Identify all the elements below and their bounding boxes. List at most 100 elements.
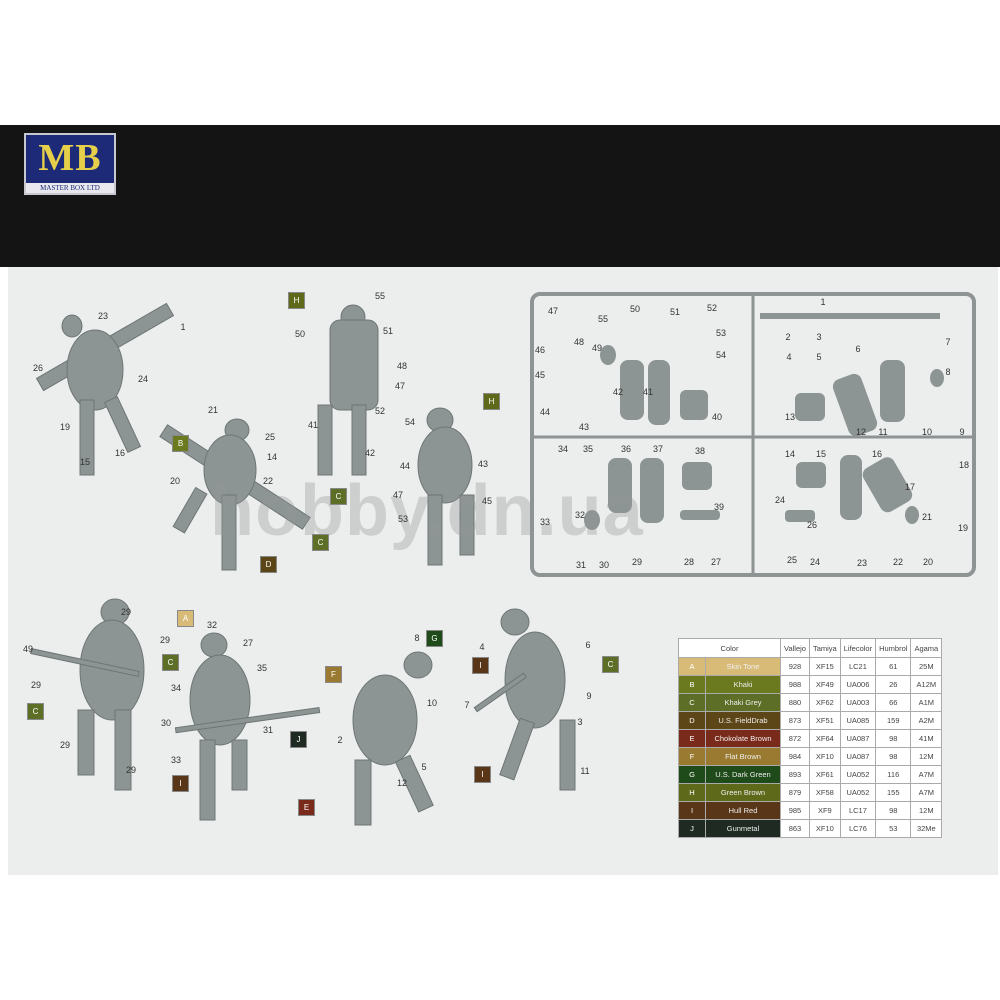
cell-vallejo: 880	[780, 693, 810, 712]
sprue-part-label: 37	[652, 444, 664, 454]
figure-part-label: 21	[207, 405, 219, 415]
cell-agama: A12M	[910, 675, 943, 694]
sprue-part-label: 54	[715, 350, 727, 360]
cell-name: Khaki Grey	[705, 693, 781, 712]
color-callout-c: C	[162, 654, 179, 671]
figure-part-label: 4	[479, 642, 485, 652]
figure-5	[29, 598, 145, 791]
sprue-part-label: 23	[856, 558, 868, 568]
figure-part-label: 49	[22, 644, 34, 654]
sprue-part-label: 29	[631, 557, 643, 567]
figure-part-label: 24	[137, 374, 149, 384]
cell-humbrol: 98	[875, 747, 912, 766]
sprue-part-label: 55	[597, 314, 609, 324]
cell-humbrol: 61	[875, 657, 912, 676]
sprue-part-label: 4	[786, 352, 792, 362]
sprue-part-label: 46	[534, 345, 546, 355]
sprue-part-label: 38	[694, 446, 706, 456]
cell-vallejo: 863	[780, 819, 810, 838]
sprue-part-label: 9	[959, 427, 965, 437]
logo-text: MB	[38, 137, 102, 179]
sprue-part-label: 24	[809, 557, 821, 567]
paint-color-table: Color Vallejo Tamiya Lifecolor Humbrol A…	[678, 638, 943, 838]
color-callout-f: F	[325, 666, 342, 683]
cell-name: Green Brown	[705, 783, 781, 802]
header-vallejo: Vallejo	[780, 638, 810, 658]
header-humbrol: Humbrol	[875, 638, 912, 658]
sprue-part-label: 21	[921, 512, 933, 522]
cell-agama: 41M	[910, 729, 943, 748]
figure-part-label: 7	[464, 700, 470, 710]
figure-2	[159, 418, 311, 571]
cell-agama: A2M	[910, 711, 943, 730]
figure-part-label: 23	[97, 311, 109, 321]
table-header-row: Color Vallejo Tamiya Lifecolor Humbrol A…	[678, 638, 943, 658]
cell-letter: D	[678, 711, 706, 730]
sprue-part-label: 44	[539, 407, 551, 417]
figure-part-label: 43	[477, 459, 489, 469]
cell-letter: J	[678, 819, 706, 838]
figure-7	[352, 651, 434, 826]
cell-letter: B	[678, 675, 706, 694]
sprue-part-label: 18	[958, 460, 970, 470]
sprue-part-label: 15	[815, 449, 827, 459]
sprue-part-label: 6	[855, 344, 861, 354]
figure-part-label: 11	[580, 766, 590, 776]
cell-tamiya: XF64	[808, 729, 841, 748]
header-lifecolor: Lifecolor	[839, 638, 877, 658]
sprue-part-label: 50	[629, 304, 641, 314]
figure-part-label: 29	[59, 740, 71, 750]
watermark: hobby.dn.ua	[210, 471, 644, 551]
figure-part-label: 45	[481, 496, 493, 506]
cell-lifecolor: LC76	[839, 819, 877, 838]
sprue-part-label: 5	[816, 352, 822, 362]
color-callout-d: D	[260, 556, 277, 573]
sprue-part-label: 31	[575, 560, 587, 570]
figure-part-label: 48	[396, 361, 408, 371]
cell-agama: 12M	[910, 801, 943, 820]
figure-part-label: 20	[169, 476, 181, 486]
cell-vallejo: 893	[780, 765, 810, 784]
cell-tamiya: XF61	[808, 765, 841, 784]
cell-letter: A	[678, 657, 706, 676]
color-callout-c: C	[330, 488, 347, 505]
cell-name: Chokolate Brown	[705, 729, 781, 748]
figure-part-label: 50	[294, 329, 306, 339]
figure-part-label: 9	[586, 691, 592, 701]
cell-humbrol: 116	[875, 765, 912, 784]
figure-3	[317, 304, 379, 476]
sprue-part-label: 20	[922, 557, 934, 567]
cell-lifecolor: UA003	[839, 693, 877, 712]
figure-part-label: 51	[382, 326, 394, 336]
figure-part-label: 6	[585, 640, 591, 650]
sprue-part-label: 2	[785, 332, 791, 342]
sprue-part-label: 40	[711, 412, 723, 422]
figure-part-label: 29	[120, 607, 132, 617]
cell-tamiya: XF58	[808, 783, 841, 802]
cell-humbrol: 53	[875, 819, 912, 838]
cell-humbrol: 159	[875, 711, 912, 730]
figure-part-label: 15	[79, 457, 91, 467]
cell-tamiya: XF10	[808, 819, 841, 838]
cell-agama: A7M	[910, 783, 943, 802]
figure-6	[174, 632, 321, 821]
figure-4	[417, 407, 475, 566]
color-callout-g: G	[426, 630, 443, 647]
cell-vallejo: 879	[780, 783, 810, 802]
figure-part-label: 41	[307, 420, 319, 430]
master-box-logo: MB MASTER BOX LTD	[24, 133, 116, 195]
figure-part-label: 47	[394, 381, 406, 391]
cell-tamiya: XF51	[808, 711, 841, 730]
color-callout-h: H	[288, 292, 305, 309]
figure-part-label: 29	[125, 765, 137, 775]
cell-letter: E	[678, 729, 706, 748]
figure-part-label: 29	[159, 635, 171, 645]
cell-agama: 12M	[910, 747, 943, 766]
cell-lifecolor: LC21	[839, 657, 877, 676]
figure-part-label: 54	[404, 417, 416, 427]
color-callout-c: C	[312, 534, 329, 551]
